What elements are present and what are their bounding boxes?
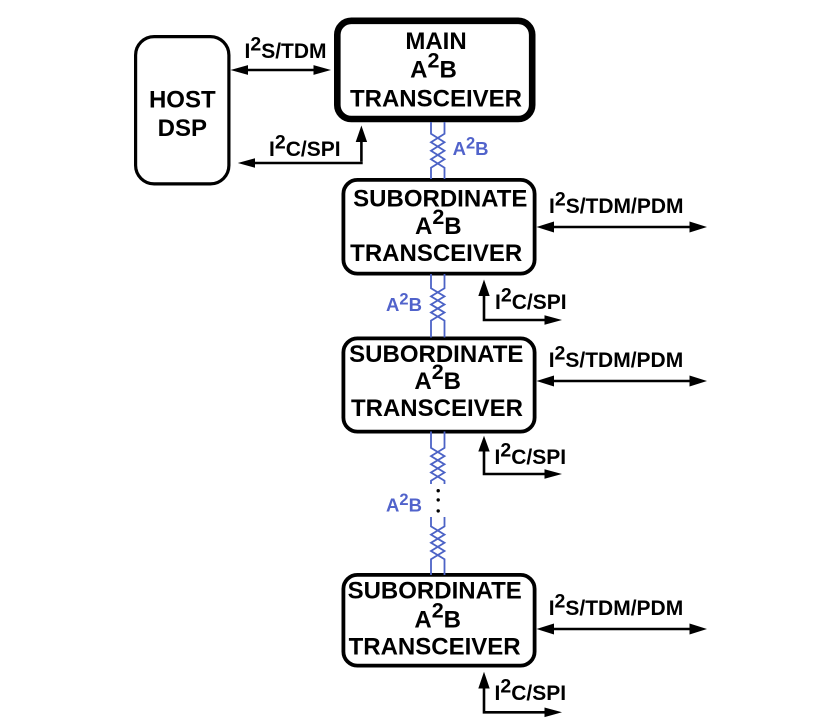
svg-text:SUBORDINATE: SUBORDINATE	[348, 578, 522, 605]
svg-text:TRANSCEIVER: TRANSCEIVER	[349, 634, 521, 661]
svg-text:SUBORDINATE: SUBORDINATE	[349, 341, 523, 368]
svg-text:HOST: HOST	[149, 87, 216, 114]
svg-text:TRANSCEIVER: TRANSCEIVER	[350, 240, 522, 267]
svg-text:MAIN: MAIN	[405, 28, 466, 55]
svg-text:SUBORDINATE: SUBORDINATE	[353, 185, 527, 212]
svg-text:DSP: DSP	[158, 115, 207, 142]
svg-text:A2B: A2B	[453, 135, 489, 160]
svg-text:A2B: A2B	[386, 491, 422, 516]
svg-text:TRANSCEIVER: TRANSCEIVER	[350, 85, 522, 112]
svg-text:TRANSCEIVER: TRANSCEIVER	[351, 395, 523, 422]
